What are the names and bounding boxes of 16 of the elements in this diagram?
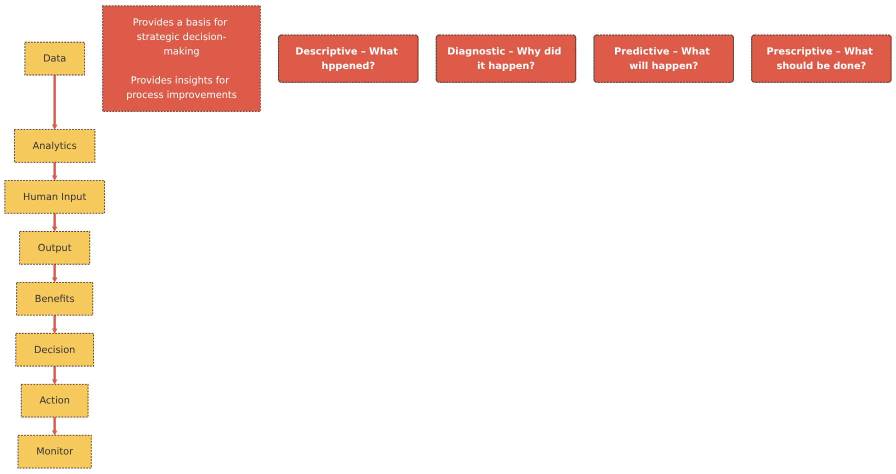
node-box: Decision [15, 332, 94, 367]
node-box: Human Input [4, 180, 105, 214]
node-box: Action [20, 384, 88, 418]
arrow [52, 213, 58, 232]
node-box: Benefits [16, 282, 94, 316]
node-box: Monitor [18, 434, 92, 469]
arrow [52, 315, 58, 334]
node-box: Provides a basis for strategic decision-making Provides insights for process improvements [102, 5, 261, 112]
arrow [52, 417, 58, 436]
node-box: Data [24, 42, 85, 76]
node-box: Analytics [14, 129, 96, 163]
arrow [52, 75, 58, 130]
arrow [52, 264, 58, 283]
arrow [52, 162, 58, 181]
node-box: Output [19, 231, 90, 265]
arrow [52, 366, 58, 385]
